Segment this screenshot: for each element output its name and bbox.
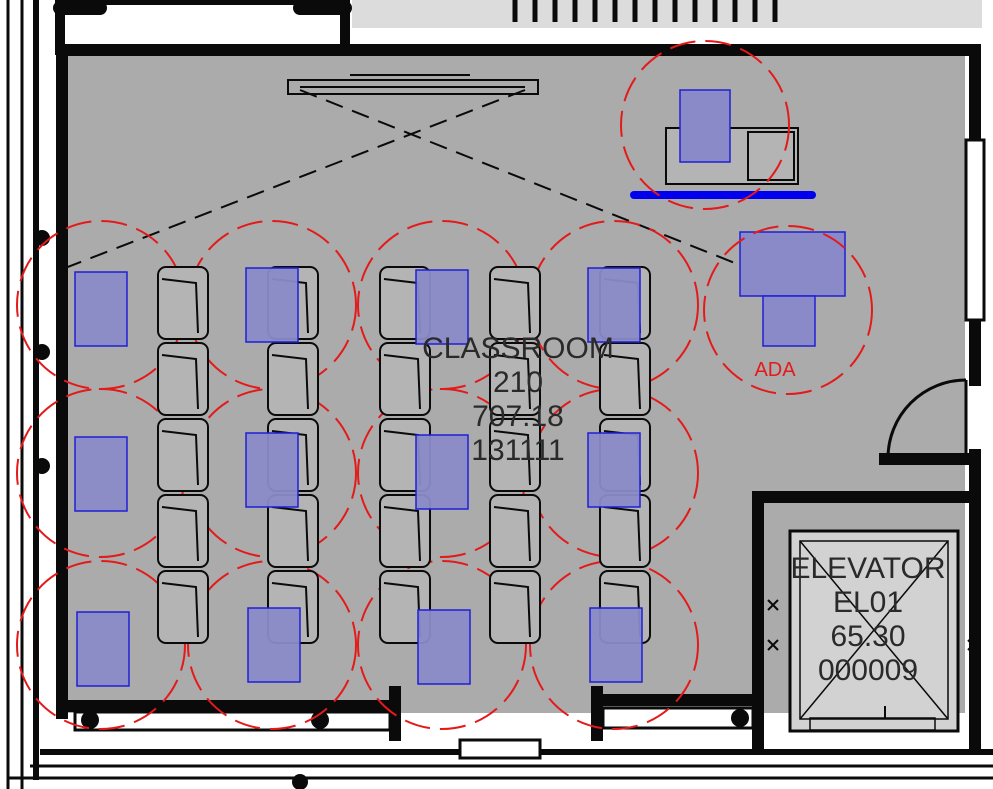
- elevator-area: 65.30: [830, 620, 905, 653]
- chair-icon: [157, 570, 209, 644]
- desk-icon: [245, 267, 299, 343]
- exterior-wall-bottom: [8, 749, 993, 780]
- desk-icon: [74, 271, 128, 347]
- chair-seat-line: [493, 506, 531, 562]
- chair-seat-line: [383, 506, 421, 562]
- chair-seat-line: [271, 582, 309, 638]
- clearance-circle: [529, 560, 699, 730]
- desk-icon: [587, 432, 641, 508]
- chair-seat-line: [493, 278, 531, 334]
- chair-seat-line: [603, 354, 641, 410]
- ada-desk-icon: [739, 231, 846, 297]
- chair-seat-line: [493, 430, 531, 486]
- window-right: [964, 138, 986, 322]
- corridor-hatch: [512, 0, 778, 22]
- chair-seat-line: [493, 354, 531, 410]
- instructor-station: [630, 89, 816, 199]
- window-bottom: [458, 738, 542, 760]
- desk-icon: [415, 434, 469, 510]
- chair-seat-line: [161, 582, 199, 638]
- chair-seat-line: [271, 506, 309, 562]
- chair-seat-line: [161, 278, 199, 334]
- desks: [74, 267, 643, 687]
- classroom-label: CLASSROOM 210 707.18 131111: [422, 332, 614, 467]
- desk-icon: [74, 436, 128, 512]
- chair-icon: [489, 494, 541, 568]
- chairs: [157, 266, 651, 644]
- wall-columns: [34, 230, 749, 789]
- classroom-number: 210: [493, 366, 543, 399]
- elevator-car-icon: [788, 529, 960, 733]
- classroom-area: 707.18: [472, 400, 564, 433]
- elevator-number: EL01: [833, 586, 903, 619]
- chair-seat-line: [603, 506, 641, 562]
- instructor-cabinet: [747, 131, 795, 181]
- elevator-code: 000009: [818, 654, 918, 687]
- chair-icon: [489, 570, 541, 644]
- exterior-wall-left: [6, 0, 39, 789]
- chair-icon: [157, 418, 209, 492]
- ada-chair-icon: [762, 295, 816, 347]
- bottom-strip-right: [601, 706, 755, 730]
- desk-icon: [417, 609, 471, 685]
- bottom-strip-left: [73, 710, 392, 732]
- clearance-circle: [16, 560, 186, 730]
- instructor-clearance: [620, 40, 790, 210]
- ada-station: ADA: [703, 225, 873, 395]
- ada-clearance: [703, 225, 873, 395]
- chair-seat-line: [383, 354, 421, 410]
- desk-icon: [247, 607, 301, 683]
- projection-screen-icon: [287, 74, 539, 95]
- chair-icon: [157, 342, 209, 416]
- classroom-code: 131111: [471, 434, 564, 467]
- desk-icon: [587, 267, 641, 343]
- chair-seat-line: [161, 354, 199, 410]
- ada-label: ADA: [754, 359, 796, 381]
- chair-seat-line: [493, 582, 531, 638]
- desk-icon: [245, 432, 299, 508]
- desk-icon: [415, 269, 469, 345]
- clearance-circle: [357, 560, 527, 730]
- elevator-label: ELEVATOR EL01 65.30 000009: [790, 552, 945, 687]
- chair-icon: [267, 342, 319, 416]
- elevator-shaft-marks: [767, 599, 979, 651]
- chair-seat-line: [161, 430, 199, 486]
- elevator-name: ELEVATOR: [790, 552, 945, 585]
- chair-icon: [157, 494, 209, 568]
- desk-icon: [76, 611, 130, 687]
- door-swing-icon: [886, 378, 968, 459]
- chair-icon: [489, 266, 541, 340]
- chair-seat-line: [271, 354, 309, 410]
- desk-icon: [589, 607, 643, 683]
- classroom-name: CLASSROOM: [422, 332, 614, 365]
- chair-seat-line: [161, 506, 199, 562]
- chair-icon: [157, 266, 209, 340]
- adjacent-corridor: [352, 0, 982, 28]
- clearance-circle: [187, 560, 357, 730]
